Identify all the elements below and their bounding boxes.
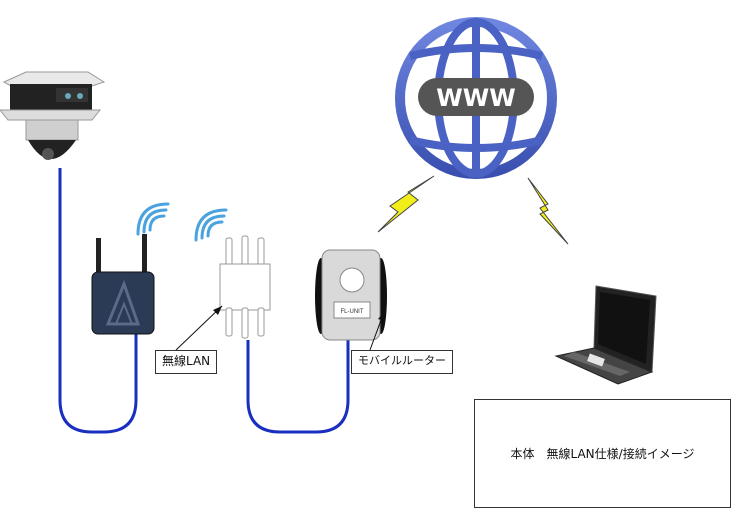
pointer-arrowhead (213, 306, 222, 315)
pointer-arrowhead (378, 312, 385, 321)
label-wireless-lan: 無線LAN (155, 350, 218, 374)
lightning-icon (527, 177, 569, 245)
router-device-text: FL-UNIT (341, 309, 364, 315)
wifi-icon (136, 202, 170, 236)
label-mobile-router: モバイルルーター (351, 350, 453, 374)
pointer-arrow (175, 305, 223, 351)
gateway-icon (91, 234, 155, 335)
access-point-icon (219, 235, 271, 339)
caption-text: 本体 無線LAN仕様/接続イメージ (510, 447, 695, 461)
camera-icon (0, 71, 106, 160)
laptop-icon (554, 285, 657, 385)
cable-camera-to-gateway (58, 168, 138, 434)
globe-icon: WWW (395, 17, 557, 179)
mobile-router-icon: FL-UNIT (315, 249, 387, 341)
lightning-icon (377, 175, 435, 233)
globe-text: WWW (436, 84, 515, 112)
wifi-icon (194, 208, 228, 242)
cable-ap-to-router (246, 340, 350, 434)
caption-box: 本体 無線LAN仕様/接続イメージ (474, 399, 731, 508)
